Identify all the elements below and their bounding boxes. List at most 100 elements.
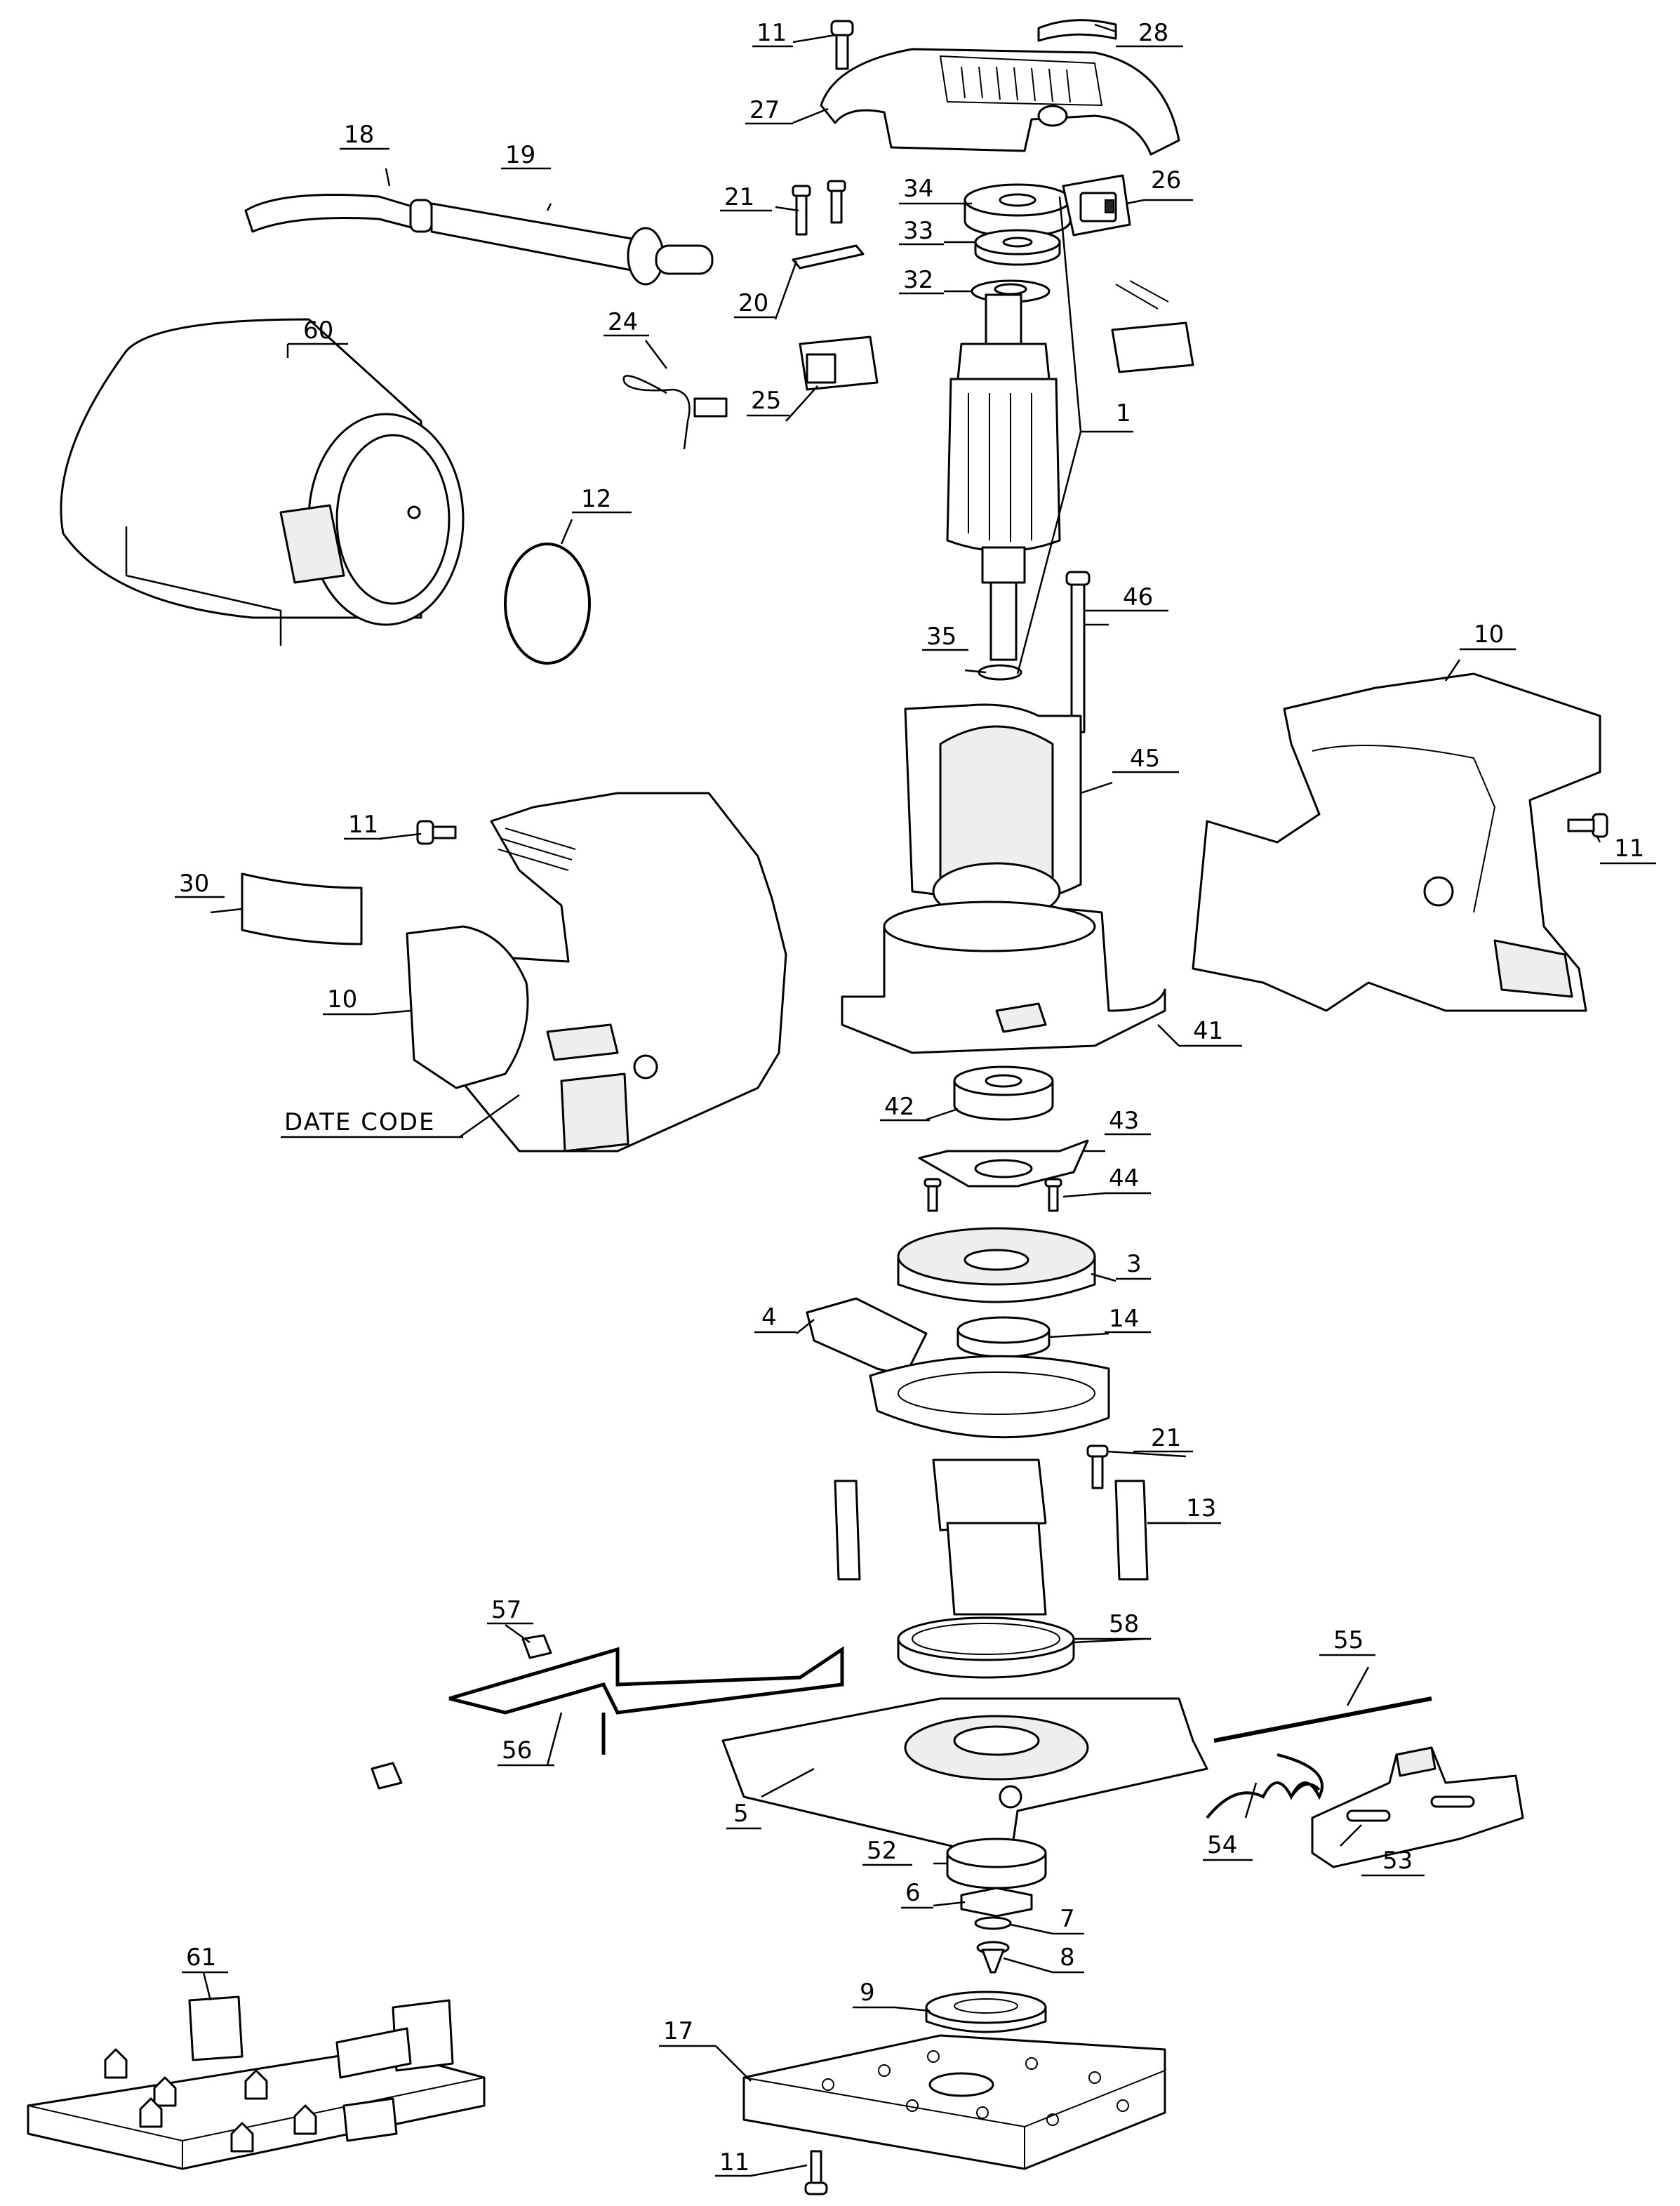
part-24-wire-lead	[622, 375, 728, 450]
label-55: 55	[1333, 1626, 1364, 1654]
part-55-pivot-rod	[1213, 1696, 1432, 1743]
callout-28: 28	[1116, 19, 1183, 48]
callout-6: 6	[901, 1879, 933, 1909]
part-3-fan	[897, 1227, 1096, 1303]
part-8-screw	[976, 1941, 1010, 1974]
leader-lines	[202, 23, 1601, 2177]
part-switch-assembly	[1111, 280, 1194, 373]
callout-12: 12	[572, 485, 632, 514]
callout-7: 7	[1053, 1905, 1084, 1935]
callout-4: 4	[754, 1303, 796, 1334]
part-21-screw-lower	[1086, 1444, 1109, 1489]
part-26-switch	[1062, 174, 1131, 237]
label-25: 25	[751, 387, 781, 415]
part-45-field-stator	[904, 703, 1082, 921]
part-54-spring	[1206, 1753, 1324, 1819]
part-44-screws	[924, 1178, 1062, 1212]
part-33-washer	[974, 229, 1061, 266]
label-53: 53	[1382, 1847, 1413, 1875]
label-56: 56	[502, 1736, 532, 1765]
label-41: 41	[1193, 1017, 1223, 1045]
pad-dust-holes	[822, 2050, 1129, 2126]
part-25-brush-holder	[799, 335, 879, 391]
label-17: 17	[663, 2017, 693, 2045]
part-34-bearing	[964, 183, 1072, 238]
callout-41: 41	[1179, 1017, 1242, 1047]
callout-42: 42	[880, 1093, 930, 1122]
label-34: 34	[903, 175, 933, 203]
label-10-left: 10	[327, 985, 357, 1014]
label-52: 52	[867, 1837, 897, 1865]
callout-9: 9	[853, 1979, 895, 2009]
armature-windings	[968, 393, 1032, 542]
label-20: 20	[738, 289, 768, 317]
callout-58: 58	[1074, 1610, 1151, 1640]
part-12-retaining-ring	[504, 543, 591, 665]
part-7-washer	[974, 1916, 1012, 1930]
part-52-bearing	[946, 1838, 1047, 1889]
label-7: 7	[1060, 1905, 1075, 1933]
housing-vent-slots	[498, 828, 576, 871]
part-21-screws-upper	[792, 180, 846, 236]
part-5-base-plate	[721, 1697, 1208, 1861]
callout-14: 14	[1105, 1305, 1151, 1334]
callout-30: 30	[175, 870, 225, 898]
label-24: 24	[608, 308, 638, 336]
label-45: 45	[1130, 745, 1160, 773]
label-54: 54	[1207, 1831, 1237, 1859]
callout-20: 20	[734, 289, 775, 319]
label-18: 18	[344, 121, 374, 149]
label-11: 11	[756, 19, 787, 47]
part-11-screw-right	[1567, 813, 1608, 838]
part-11-screw-bottom	[804, 2150, 828, 2195]
callout-33: 33	[899, 217, 944, 246]
part-42-bearing	[953, 1065, 1054, 1121]
part-28-label-sticker	[1037, 19, 1117, 42]
label-57: 57	[491, 1596, 521, 1624]
part-57-clip-lower	[371, 1762, 403, 1790]
label-43: 43	[1109, 1107, 1139, 1135]
label-21-upper: 21	[724, 183, 754, 211]
label-32: 32	[903, 266, 933, 294]
callout-11-top: 11	[752, 19, 793, 48]
label-13: 13	[1186, 1494, 1216, 1522]
callout-13: 13	[1147, 1494, 1221, 1524]
label-27: 27	[749, 96, 780, 124]
callout-60: 60	[288, 317, 348, 345]
callout-27: 27	[745, 96, 793, 125]
part-56-paper-clamp-wire	[448, 1646, 844, 1755]
part-9-pad-hub	[925, 1991, 1047, 2033]
part-6-counterweight	[960, 1887, 1033, 1918]
label-46: 46	[1123, 583, 1153, 611]
label-1: 1	[1116, 399, 1131, 427]
callout-date-code: DATE CODE	[281, 1108, 463, 1138]
callout-44: 44	[1105, 1164, 1151, 1195]
part-41-motor-housing	[841, 901, 1166, 1054]
callout-32: 32	[899, 266, 944, 295]
label-8: 8	[1060, 1943, 1075, 1972]
callout-56: 56	[498, 1736, 554, 1767]
part-61-hole-punch-plate	[27, 1995, 486, 2170]
part-20-clamp-plate	[792, 244, 865, 270]
callout-labels: 11 28 27 18 1 9 34 26 21 33 32 20 60 24 2…	[175, 19, 1656, 2177]
part-46-long-screw	[1065, 571, 1091, 733]
label-11-bottom: 11	[719, 2148, 749, 2177]
part-11-screw-top	[830, 20, 854, 70]
callout-1: 1	[1081, 399, 1133, 433]
callout-21-lower: 21	[1133, 1424, 1193, 1453]
callout-54: 54	[1203, 1831, 1253, 1861]
label-30: 30	[179, 870, 209, 898]
callout-61: 61	[182, 1943, 228, 1974]
callout-35: 35	[922, 623, 968, 651]
callout-10-right: 10	[1460, 620, 1516, 651]
label-5: 5	[733, 1800, 749, 1828]
callout-53: 53	[1361, 1847, 1425, 1877]
label-28: 28	[1138, 19, 1168, 47]
label-11-left: 11	[348, 811, 378, 839]
callout-57: 57	[487, 1596, 533, 1625]
label-11-right: 11	[1614, 835, 1644, 863]
part-10-housing-right	[1192, 672, 1601, 1012]
label-date-code: DATE CODE	[284, 1108, 435, 1136]
callout-21-upper: 21	[720, 183, 772, 212]
label-26: 26	[1151, 166, 1181, 194]
